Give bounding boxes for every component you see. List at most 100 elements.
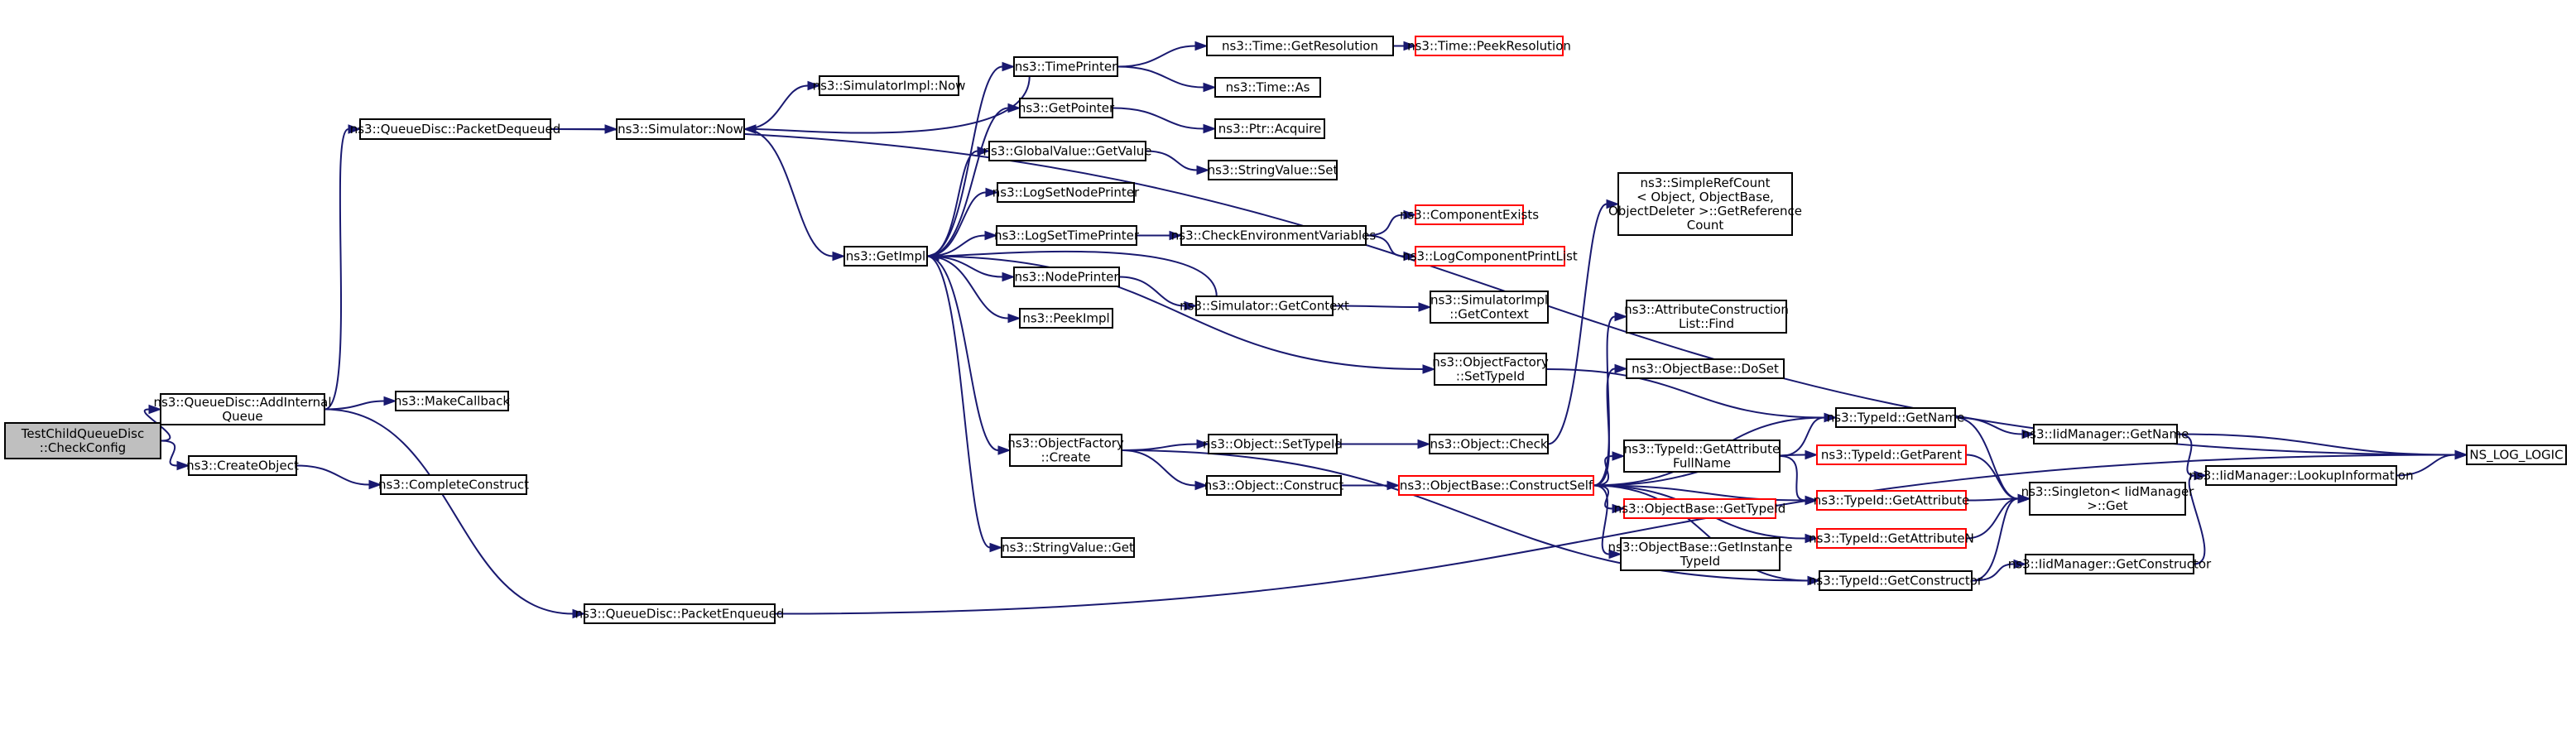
node-box — [2466, 444, 2567, 465]
edge-pktenq-to-nslog — [774, 454, 2456, 615]
node-root[interactable]: TestChildQueueDisc::CheckConfig — [4, 422, 161, 459]
node-pktdeq[interactable]: ns3::QueueDisc::PacketDequeued — [350, 118, 561, 140]
node-createobj[interactable]: ns3::CreateObject — [186, 455, 299, 476]
edge-simnow-to-simimplnow — [743, 84, 809, 130]
node-svset[interactable]: ns3::StringValue::Set — [1208, 160, 1338, 180]
edge-getpointer-to-ptracquire — [1112, 107, 1204, 130]
node-simnow[interactable]: ns3::Simulator::Now — [616, 118, 745, 140]
edge-timegetres-to-timepeekres-arrowhead — [1403, 41, 1417, 51]
node-label: ObjectDeleter >::GetReference — [1608, 204, 1802, 219]
node-label: ns3::ObjectFactory — [1432, 355, 1549, 370]
node-box — [1415, 36, 1564, 56]
node-label: ns3::LogSetTimePrinter — [994, 228, 1140, 243]
node-singletonget[interactable]: ns3::Singleton< IidManager >::Get — [2021, 482, 2195, 516]
edge-checkenv-to-logcompprint-arrowhead — [1403, 251, 1417, 262]
edge-obconstructself-to-acfind-arrowhead — [1614, 311, 1628, 322]
node-label: ns3::TypeId::GetAttribute — [1624, 442, 1780, 457]
node-logtimeprinter[interactable]: ns3::LogSetTimePrinter — [994, 225, 1140, 246]
node-simimplgetctx[interactable]: ns3::SimulatorImpl::GetContext — [1430, 291, 1549, 324]
node-label: ns3::ObjectBase::GetTypeId — [1614, 502, 1786, 516]
edge-iidgetname-to-iidlookup — [2176, 433, 2195, 477]
edge-root-to-createobj — [160, 440, 178, 467]
edge-tidgetconstructor-to-iidgetconstructor — [1971, 563, 2015, 582]
node-box — [1206, 36, 1394, 56]
node-nslog[interactable]: NS_LOG_LOGIC — [2466, 444, 2567, 465]
node-iidgetname[interactable]: ns3::IidManager::GetName — [2022, 424, 2189, 444]
node-logcompprint[interactable]: ns3::LogComponentPrintList — [1402, 246, 1578, 267]
node-box — [4, 422, 161, 459]
node-obgettypeid[interactable]: ns3::ObjectBase::GetTypeId — [1614, 498, 1786, 519]
node-box — [2029, 482, 2186, 516]
node-box — [1626, 358, 1785, 379]
node-ptracquire[interactable]: ns3::Ptr::Acquire — [1214, 118, 1325, 139]
node-timegetres[interactable]: ns3::Time::GetResolution — [1206, 36, 1394, 56]
node-label: ns3::ObjectBase::GetInstance — [1608, 540, 1793, 555]
node-checkenv[interactable]: ns3::CheckEnvironmentVariables — [1171, 225, 1377, 246]
node-obconstructself[interactable]: ns3::ObjectBase::ConstructSelf — [1398, 475, 1594, 496]
edge-ofcreate-to-objconstruct — [1121, 449, 1196, 487]
node-simgetctx[interactable]: ns3::Simulator::GetContext — [1180, 295, 1349, 316]
node-iidgetconstructor[interactable]: ns3::IidManager::GetConstructor — [2008, 554, 2212, 574]
node-label: ::Create — [1041, 450, 1091, 465]
node-lognodeprinter[interactable]: ns3::LogSetNodePrinter — [992, 182, 1140, 203]
edge-simgetctx-to-simimplgetctx-arrowhead — [1418, 302, 1432, 312]
edge-tidgetattr-to-singletonget — [1965, 497, 2019, 502]
node-tidgetconstructor[interactable]: ns3::TypeId::GetConstructor — [1809, 570, 1983, 591]
node-svget[interactable]: ns3::StringValue::Get — [1001, 537, 1135, 558]
edge-timeprinter-to-timegetres — [1117, 45, 1196, 68]
node-box — [1415, 204, 1524, 225]
node-box — [1620, 537, 1781, 571]
node-iidlookup[interactable]: ns3::IidManager::LookupInformation — [2189, 465, 2414, 486]
node-objsettypeid[interactable]: ns3::Object::SetTypeId — [1203, 434, 1343, 454]
node-timeprinter[interactable]: ns3::TimePrinter — [1013, 56, 1118, 77]
edge-obconstructself-to-obdoset-arrowhead — [1614, 363, 1628, 374]
node-peekimpl[interactable]: ns3::PeekImpl — [1019, 308, 1113, 329]
node-objconstruct[interactable]: ns3::Object::Construct — [1204, 475, 1344, 496]
node-tidgetattr[interactable]: ns3::TypeId::GetAttribute — [1814, 490, 1969, 511]
node-label: ns3::Object::Check — [1430, 437, 1547, 452]
node-timeas[interactable]: ns3::Time::As — [1214, 77, 1321, 98]
node-tidgetname[interactable]: ns3::TypeId::GetName — [1827, 407, 1964, 428]
node-label: ns3::GetImpl — [846, 249, 925, 264]
node-label: ns3::TypeId::GetAttribute — [1814, 493, 1969, 508]
node-getimpl[interactable]: ns3::GetImpl — [843, 246, 928, 267]
node-srcgetref[interactable]: ns3::SimpleRefCount< Object, ObjectBase,… — [1608, 172, 1802, 236]
node-label: ns3::MakeCallback — [394, 394, 510, 409]
node-ofsettypeid[interactable]: ns3::ObjectFactory::SetTypeId — [1432, 353, 1549, 386]
node-pktenq[interactable]: ns3::QueueDisc::PacketEnqueued — [575, 603, 785, 624]
node-timepeekres[interactable]: ns3::Time::PeekResolution — [1407, 36, 1571, 56]
node-label: ns3::CreateObject — [186, 459, 299, 473]
edge-root-to-addq-arrowhead — [148, 404, 162, 415]
node-tidgetparent[interactable]: ns3::TypeId::GetParent — [1816, 444, 1967, 465]
node-compconst[interactable]: ns3::CompleteConstruct — [378, 474, 529, 495]
node-box — [584, 603, 776, 624]
node-gvgetvalue[interactable]: ns3::GlobalValue::GetValue — [983, 141, 1152, 161]
edge-ofsettypeid-to-tidgetname — [1545, 368, 1825, 419]
node-nodeprinter[interactable]: ns3::NodePrinter — [1013, 267, 1120, 287]
node-box — [1206, 475, 1342, 496]
node-obdoset[interactable]: ns3::ObjectBase::DoSet — [1626, 358, 1785, 379]
edge-tidgetname-to-iidgetname-arrowhead — [2021, 429, 2035, 440]
node-label: ns3::Simulator::GetContext — [1180, 299, 1349, 314]
node-simimplnow[interactable]: ns3::SimulatorImpl::Now — [813, 75, 966, 96]
node-objcheck[interactable]: ns3::Object::Check — [1429, 434, 1549, 454]
edge-obconstructself-to-obgettypeid-arrowhead — [1612, 503, 1626, 514]
node-getpointer[interactable]: ns3::GetPointer — [1018, 98, 1115, 118]
node-box — [1214, 77, 1321, 98]
node-label: ns3::SimpleRefCount — [1641, 175, 1771, 190]
node-label: ns3::TypeId::GetAttributeN — [1809, 531, 1974, 546]
edge-addq-to-pktenq — [324, 408, 574, 615]
node-makecb[interactable]: ns3::MakeCallback — [394, 391, 510, 411]
node-box — [1019, 308, 1113, 329]
edge-obconstructself-to-tidgetconstructor-arrowhead — [1807, 575, 1821, 586]
node-label: ns3::CheckEnvironmentVariables — [1171, 228, 1377, 243]
edge-objconstruct-to-obconstructself-arrowhead — [1387, 480, 1401, 491]
node-tidgetattrn[interactable]: ns3::TypeId::GetAttributeN — [1809, 528, 1974, 549]
node-compexists[interactable]: ns3::ComponentExists — [1400, 204, 1539, 225]
node-ofcreate[interactable]: ns3::ObjectFactory::Create — [1007, 434, 1124, 467]
node-box — [1001, 537, 1135, 558]
